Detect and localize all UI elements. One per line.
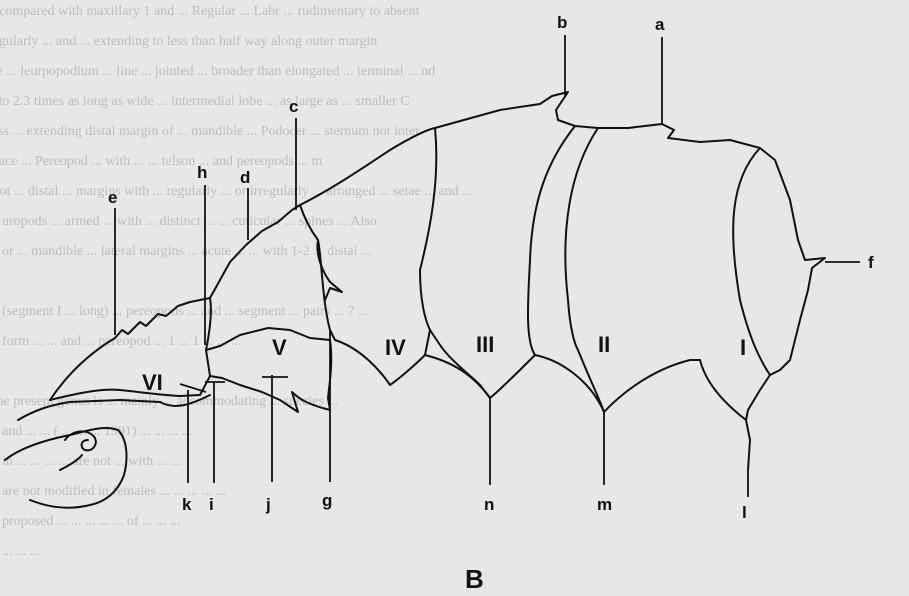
segment-2-lower <box>527 125 605 413</box>
segment-5-spine <box>316 239 343 301</box>
callout-label-e: e <box>108 188 117 207</box>
callout-label-f: f <box>868 253 874 272</box>
callout-label-g: g <box>322 491 332 510</box>
callout-labels: a b c d e f g h i j k l m n <box>108 13 874 522</box>
segment-4-boundary <box>299 204 426 386</box>
segment-3-boundary <box>419 127 536 399</box>
segment-2-boundary <box>564 127 701 413</box>
segment-6-lower <box>17 399 161 421</box>
callout-label-b: b <box>557 13 567 32</box>
dorsal-outline <box>49 91 826 471</box>
uropod-inner <box>59 454 83 471</box>
uropod-joint <box>64 430 97 452</box>
callout-label-a: a <box>655 15 665 34</box>
callout-label-c: c <box>289 97 298 116</box>
callout-leaders <box>114 35 860 497</box>
segment-label-iii: III <box>476 332 494 357</box>
callout-label-i: i <box>209 495 214 514</box>
lower-edge <box>159 394 211 407</box>
segment-6-body <box>49 349 211 401</box>
callout-label-l: l <box>742 503 747 522</box>
segment-1-lower <box>699 359 747 421</box>
callout-label-k: k <box>182 495 192 514</box>
uropod-stump <box>4 426 128 509</box>
lateral-margin-1 <box>732 147 771 376</box>
callout-label-d: d <box>240 168 250 187</box>
segment-label-v: V <box>272 335 287 360</box>
segment-5-region <box>205 297 333 413</box>
segment-label-i: I <box>740 335 746 360</box>
figure-panel-label: B <box>465 564 484 594</box>
segment-label-vi: VI <box>142 370 163 395</box>
callout-label-j: j <box>265 495 271 514</box>
segment-label-ii: II <box>598 332 610 357</box>
callout-label-n: n <box>484 495 494 514</box>
callout-label-m: m <box>597 495 612 514</box>
segment-label-iv: IV <box>385 335 406 360</box>
callout-label-h: h <box>197 163 207 182</box>
segment-3-lower <box>424 329 491 399</box>
